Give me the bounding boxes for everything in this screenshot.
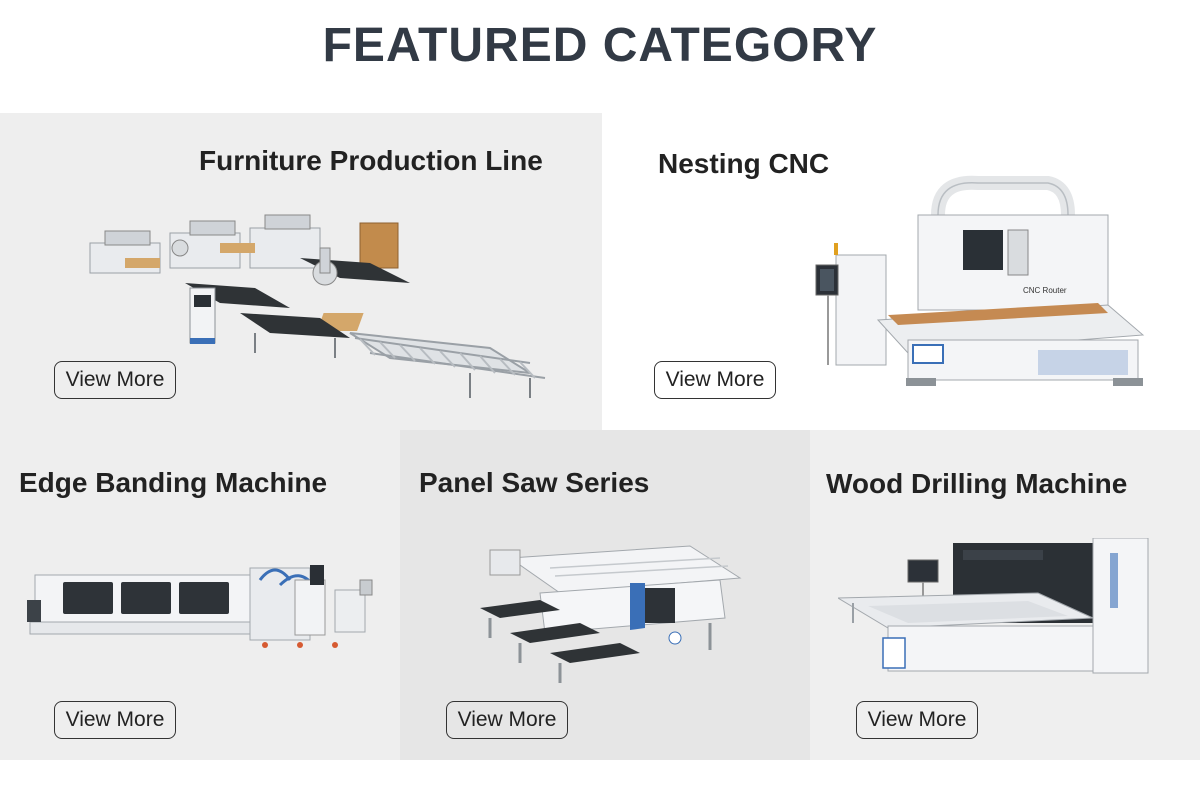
view-more-button[interactable]: View More	[54, 361, 176, 399]
page-title: FEATURED CATEGORY	[322, 19, 878, 72]
view-more-button[interactable]: View More	[856, 701, 978, 739]
category-card-nesting-cnc[interactable]: Nesting CNC CNC Router View More	[602, 113, 1200, 430]
category-card-furniture-production-line[interactable]: Furniture Production Line	[0, 113, 602, 430]
card-title: Edge Banding Machine	[19, 467, 328, 498]
category-card-edge-banding-machine[interactable]: Edge Banding Machine View More	[0, 430, 400, 760]
view-more-button[interactable]: View More	[54, 701, 176, 739]
cnc-router-label: CNC Router	[1023, 286, 1067, 295]
view-more-button[interactable]: View More	[446, 701, 568, 739]
nesting-cnc-image: CNC Router	[815, 175, 1145, 386]
view-more-button[interactable]: View More	[654, 361, 776, 399]
edge-banding-machine-image	[27, 565, 373, 648]
category-card-wood-drilling-machine[interactable]: Wood Drilling Machine View More	[810, 430, 1200, 760]
production-line-image	[89, 214, 546, 398]
panel-saw-image	[480, 545, 742, 683]
card-title: Nesting CNC	[658, 148, 830, 179]
card-title: Wood Drilling Machine	[826, 468, 1128, 499]
category-card-panel-saw-series[interactable]: Panel Saw Series View More	[400, 430, 810, 760]
card-title: Furniture Production Line	[199, 145, 543, 176]
wood-drilling-machine-image	[838, 538, 1149, 674]
card-title: Panel Saw Series	[419, 467, 650, 498]
